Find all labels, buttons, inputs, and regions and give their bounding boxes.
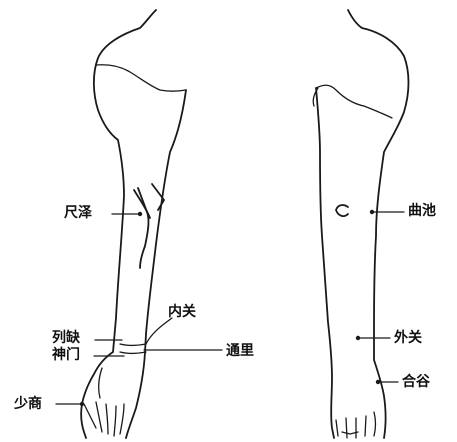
- point-quchi: [370, 210, 374, 214]
- point-chize: [138, 212, 142, 216]
- point-hegu: [376, 380, 380, 384]
- label-tongli: 通里: [226, 343, 254, 359]
- acupoint-markers: [80, 210, 380, 406]
- label-quchi: 曲池: [408, 203, 436, 219]
- label-shenmen: 神门: [52, 347, 80, 363]
- label-shaoshang: 少商: [14, 396, 42, 412]
- label-waiguan: 外关: [394, 330, 422, 346]
- label-lieque: 列缺: [52, 330, 80, 346]
- leader-lines: [56, 212, 404, 404]
- point-shaoshang: [80, 402, 84, 406]
- point-waiguan: [356, 336, 360, 340]
- right-arm-drawing: [313, 10, 408, 438]
- left-arm-drawing: [81, 10, 186, 438]
- label-hegu: 合谷: [402, 374, 430, 390]
- label-chize: 尺泽: [64, 205, 92, 221]
- label-neiguan: 内关: [168, 304, 196, 320]
- leader-neiguan: [146, 318, 172, 344]
